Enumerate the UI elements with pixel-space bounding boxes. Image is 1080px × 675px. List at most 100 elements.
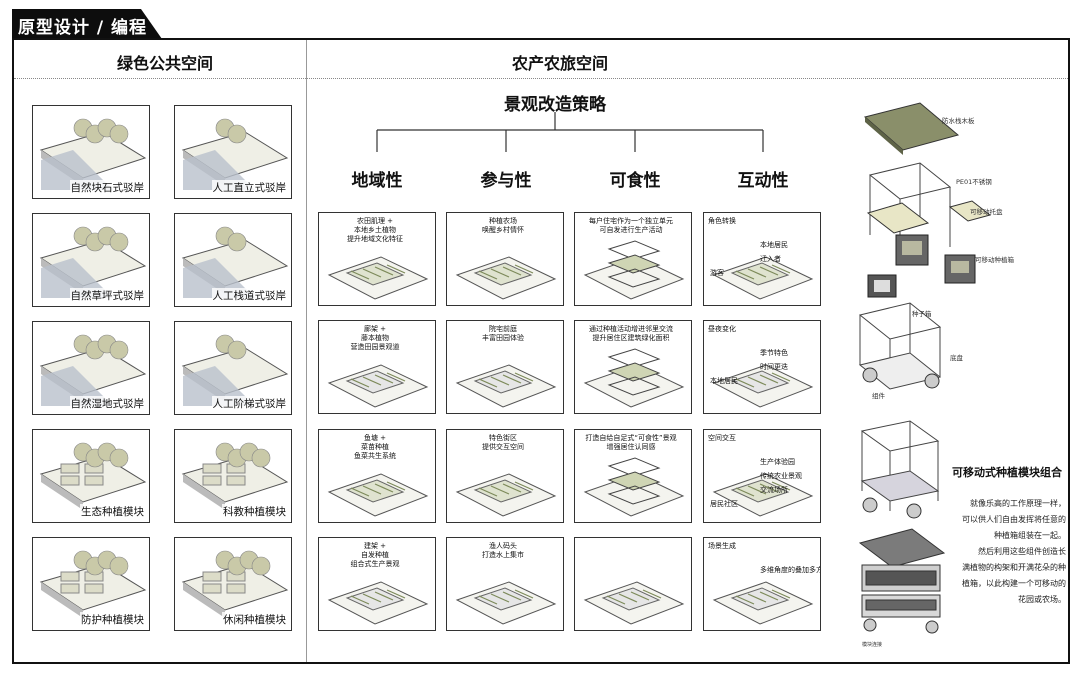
- section-divider: [306, 40, 307, 662]
- cell-caption: 鱼塘 +: [363, 434, 387, 442]
- column-header-edible: 可食性: [609, 171, 661, 191]
- tile-label: 自然草坪式驳岸: [69, 288, 145, 303]
- page-header-title: 原型设计 / 编程: [18, 18, 148, 38]
- tile-label: 人工阶梯式驳岸: [211, 396, 287, 411]
- landscape-tile: 防护种植模块: [32, 537, 150, 631]
- landscape-tile: 休闲种植模块: [174, 537, 292, 631]
- cell-caption: 可自发进行生产活动: [599, 226, 663, 234]
- cell-caption: 特色街区: [489, 434, 517, 442]
- cell-caption: 种植农场: [489, 217, 517, 225]
- tile-label: 人工栈道式驳岸: [211, 288, 287, 303]
- main-frame: [12, 38, 1070, 664]
- column-header-interactive: 互动性: [737, 171, 789, 191]
- module-title: 可移动式种植模块组合: [952, 466, 1062, 479]
- landscape-tile: 自然草坪式驳岸: [32, 213, 150, 307]
- landscape-tile: 自然湿地式驳岸: [32, 321, 150, 415]
- column-header-participatory: 参与性: [480, 171, 532, 191]
- cell-caption: 打造水上集市: [482, 551, 524, 559]
- cell-illustration: [327, 581, 429, 625]
- strategy-cell: 渔人码头打造水上集市: [446, 537, 564, 631]
- module-desc-3: 然后利用这些组件创造长: [978, 547, 1066, 556]
- tile-illustration: [39, 550, 147, 618]
- left-section-title: 绿色公共空间: [116, 54, 213, 73]
- module-desc-0: 就像乐高的工作原理一样，: [970, 499, 1066, 508]
- cell-caption: 每户住宅作为一个独立单元: [589, 217, 673, 225]
- strategy-cell: [574, 537, 692, 631]
- cell-illustration: [583, 581, 685, 625]
- cell-illustration: [712, 256, 814, 300]
- tile-illustration: [181, 226, 289, 298]
- cell-caption: 唤醒乡村情怀: [482, 226, 524, 234]
- note-connection: 模块连接: [862, 642, 883, 648]
- strategy-title: 景观改造策略: [504, 95, 606, 115]
- cell-illustration: [455, 364, 557, 408]
- page-header: 原型设计 / 编程: [12, 9, 162, 39]
- cell-caption: 角色转换: [708, 217, 736, 225]
- cell-illustration: [455, 581, 557, 625]
- landscape-tile: 科教种植模块: [174, 429, 292, 523]
- cell-caption: 自发种植: [361, 551, 389, 559]
- cell-caption: 提供交互空间: [482, 443, 524, 451]
- roof-panel: [863, 102, 960, 151]
- cell-caption: 渔人码头: [489, 542, 517, 550]
- cell-caption: 丰富田园体验: [482, 334, 524, 342]
- strategy-cell: 种植农场唤醒乡村情怀: [446, 212, 564, 306]
- cell-caption: 打造自给自足式“可食性”景观: [585, 434, 677, 442]
- chassis: [858, 302, 942, 390]
- cell-caption: 通过种植活动增进邻里交流: [589, 325, 673, 333]
- cell-caption: 本地居民: [710, 377, 738, 385]
- cell-caption: 廊架 +: [363, 325, 387, 333]
- title-divider: [14, 78, 1068, 79]
- cell-caption: 生产体验园: [760, 458, 795, 466]
- strategy-cell: 建架 +自发种植组合式生产景观: [318, 537, 436, 631]
- strategy-cell: 场景生成多维角度的叠加多方位变化: [703, 537, 821, 631]
- strategy-cell: 鱼塘 +菜苗种植鱼菜共生系统: [318, 429, 436, 523]
- tile-illustration: [39, 118, 147, 190]
- cell-illustration: [327, 364, 429, 408]
- tile-label: 人工直立式驳岸: [211, 180, 287, 195]
- cell-caption: 建架 +: [363, 542, 387, 550]
- cell-caption: 空间交互: [708, 434, 736, 442]
- cell-caption: 营造田园景观道: [350, 343, 400, 351]
- column-header-regional: 地域性: [351, 171, 403, 191]
- cell-illustration: [712, 364, 814, 408]
- steel-frame: [868, 162, 952, 259]
- cell-caption: 交流场所: [760, 486, 788, 494]
- cell-illustration: [455, 256, 557, 300]
- cell-illustration: [583, 348, 685, 408]
- note-chassis: 底盘: [950, 354, 963, 362]
- strategy-cell: 空间交互生产体验园传统农业景观交流场所居民社区: [703, 429, 821, 523]
- tray: [866, 202, 930, 234]
- cell-caption: 游客: [710, 269, 724, 277]
- landscape-tile: 人工直立式驳岸: [174, 105, 292, 199]
- note-planter: 可移动种植箱: [975, 256, 1014, 264]
- landscape-tile: 生态种植模块: [32, 429, 150, 523]
- landscape-tile: 人工栈道式驳岸: [174, 213, 292, 307]
- cell-caption: 提升地域文化特征: [347, 235, 403, 243]
- note-steel: PE01不锈钢: [956, 178, 992, 186]
- note-roof: 防水栈木板: [942, 117, 975, 125]
- cell-illustration: [455, 473, 557, 517]
- tile-illustration: [181, 550, 289, 618]
- right-section-title: 农产农旅空间: [511, 54, 608, 73]
- cell-illustration: [712, 581, 814, 625]
- cell-caption: 藤本植物: [361, 334, 389, 342]
- assembled-unit-stack: [858, 528, 946, 618]
- cell-illustration: [583, 457, 685, 517]
- tile-illustration: [39, 226, 147, 298]
- tile-label: 防护种植模块: [80, 612, 145, 627]
- tile-illustration: [181, 442, 289, 510]
- strategy-cell: 农田肌理 +本地乡土植物提升地域文化特征: [318, 212, 436, 306]
- module-desc-5: 植箱，以此构建一个可移动的: [962, 579, 1066, 588]
- cell-caption: 本地乡土植物: [354, 226, 396, 234]
- cell-caption: 鱼菜共生系统: [354, 452, 396, 460]
- note-component: 组件: [872, 392, 885, 400]
- cell-caption: 增强居住认同感: [606, 443, 656, 451]
- note-tray: 可移动托盘: [970, 208, 1003, 216]
- tile-label: 科教种植模块: [222, 504, 287, 519]
- cell-caption: 本地居民: [760, 241, 788, 249]
- landscape-tile: 自然块石式驳岸: [32, 105, 150, 199]
- module-desc-2: 种植箱组装在一起。: [994, 531, 1066, 540]
- strategy-tree-lines: [376, 112, 764, 152]
- cell-caption: 农田肌理 +: [356, 217, 394, 225]
